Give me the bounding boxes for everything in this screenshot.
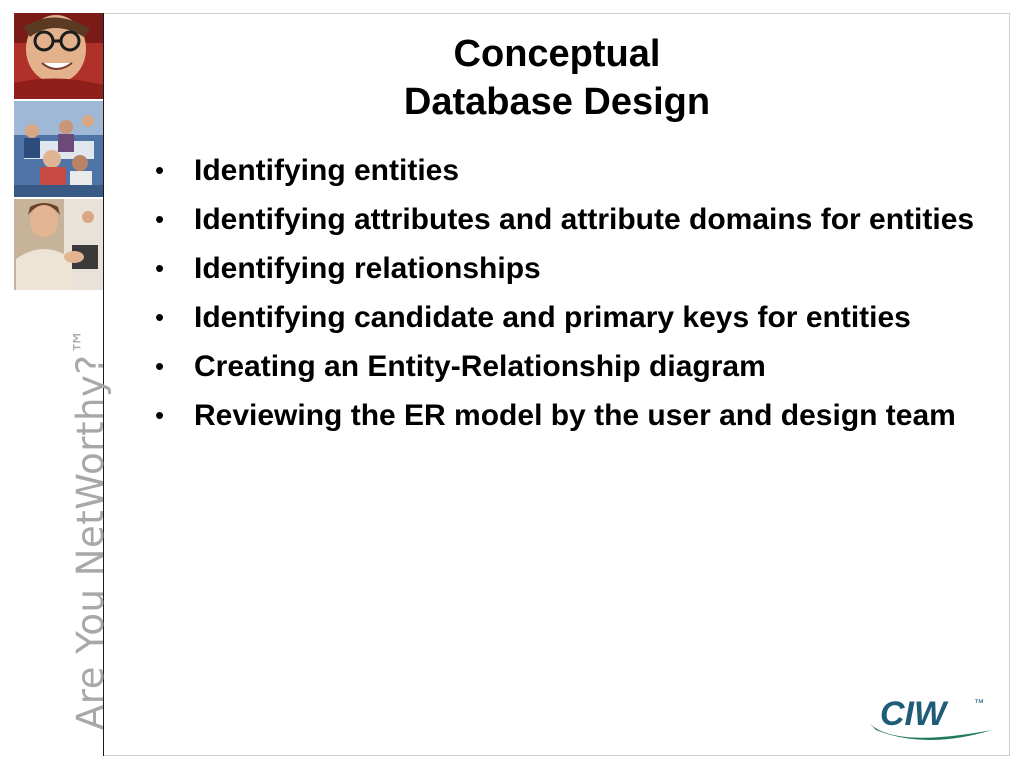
bullet-item: • Identifying relationships (155, 248, 975, 289)
bullet-dot: • (155, 155, 165, 185)
bullet-list: • Identifying entities • Identifying attri… (155, 150, 975, 444)
bullet-text: Identifying relationships (194, 252, 541, 285)
tagline-trademark: ™ (69, 328, 99, 355)
ciw-logo: CIW ™ (870, 695, 992, 740)
logo-trademark: ™ (974, 698, 984, 709)
bullet-item: • Identifying entities (155, 150, 975, 191)
bullet-dot: • (155, 204, 165, 234)
title-line-1: Conceptual (453, 33, 661, 75)
bullet-item: • Identifying candidate and primary keys … (155, 297, 975, 338)
logo-text: CIW (880, 695, 949, 733)
logo-swoosh (870, 724, 992, 740)
bullet-text: Creating an Entity-Relationship diagram (194, 350, 766, 383)
bullet-text: Identifying attributes and attribute dom… (194, 203, 975, 236)
bullet-text: Identifying candidate and primary keys f… (194, 301, 911, 334)
bullet-item: • Reviewing the ER model by the user and … (155, 395, 975, 436)
title-line-2: Database Design (403, 81, 711, 123)
photo-classroom (14, 101, 103, 197)
bullet-dot: • (155, 253, 165, 283)
bullet-dot: • (155, 351, 165, 381)
bullet-dot: • (155, 400, 165, 430)
photo-woman-at-computer (14, 199, 103, 290)
bullet-dot: • (155, 302, 165, 332)
bullet-item: • Identifying attributes and attribute do… (155, 199, 975, 240)
bullet-text: Identifying entities (194, 154, 460, 187)
slide-title: Conceptual Database Design (104, 30, 1010, 126)
sidebar: Are You NetWorthy?™ (13, 13, 112, 756)
sidebar-tagline: Are You NetWorthy?™ (69, 328, 112, 730)
photo-man-with-glasses (14, 13, 103, 99)
bullet-item: • Creating an Entity-Relationship diagram (155, 346, 975, 387)
bullet-text: Reviewing the ER model by the user and d… (194, 399, 956, 432)
tagline-text: Are You NetWorthy? (69, 354, 112, 730)
